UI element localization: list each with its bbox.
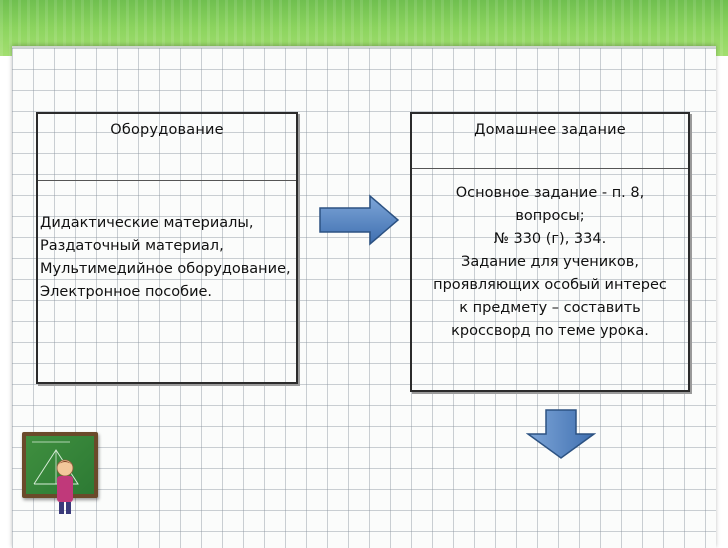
equipment-divider	[38, 180, 296, 181]
grid-paper-background	[12, 46, 716, 548]
homework-line: № 330 (г), 334.	[493, 231, 607, 247]
equipment-list: Дидактические материалы, Раздаточный мат…	[40, 212, 292, 304]
homework-divider	[412, 168, 688, 169]
equipment-item: Раздаточный материал,	[40, 238, 224, 254]
homework-line: к предмету – составить	[459, 300, 641, 316]
homework-line: проявляющих особый интерес	[433, 277, 667, 293]
equipment-title: Оборудование	[110, 122, 224, 138]
homework-line: Основное задание - п. 8,	[455, 185, 645, 201]
equipment-item: Мультимедийное оборудование,	[40, 261, 291, 277]
equipment-box: Оборудование Дидактические материалы, Ра…	[36, 112, 298, 384]
homework-line: кроссворд по теме урока.	[451, 323, 649, 339]
homework-line: Задание для учеников,	[461, 254, 639, 270]
right-arrow-icon	[319, 194, 400, 246]
down-arrow-icon	[526, 409, 596, 459]
homework-line: вопросы;	[515, 208, 585, 224]
teacher-figure-icon	[56, 459, 74, 514]
homework-text: Основное задание - п. 8, вопросы; № 330 …	[416, 182, 684, 343]
homework-box: Домашнее задание Основное задание - п. 8…	[410, 112, 690, 392]
homework-title: Домашнее задание	[474, 122, 626, 138]
equipment-item: Дидактические материалы,	[40, 215, 254, 231]
equipment-item: Электронное пособие.	[40, 284, 213, 300]
